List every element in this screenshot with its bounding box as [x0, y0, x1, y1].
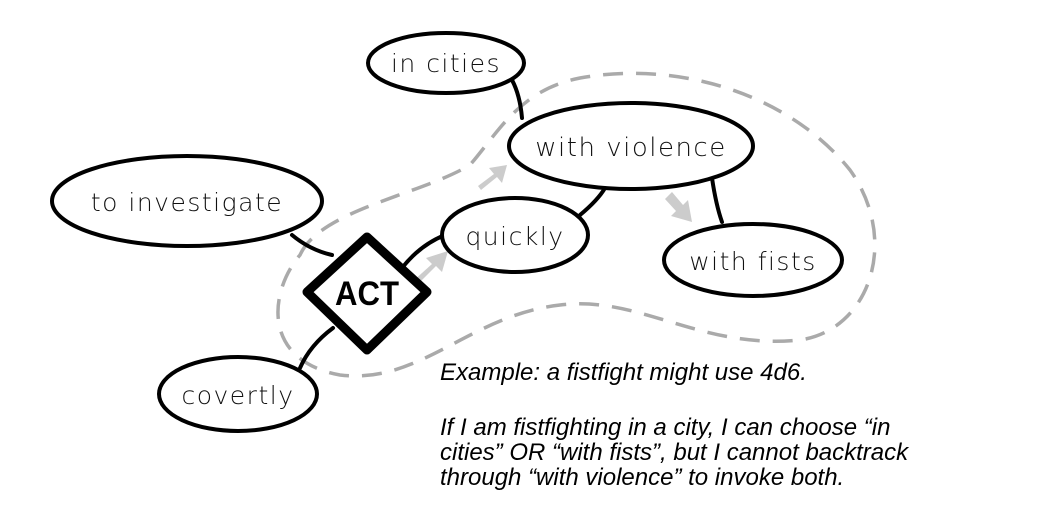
direction-arrows — [412, 165, 692, 286]
edge-with-violence-in-cities — [510, 78, 524, 120]
edge-act-covertly — [298, 326, 335, 370]
arrow-with-violence-to-with-fists — [665, 192, 692, 222]
node-in-cities: in cities — [366, 31, 526, 95]
caption-rule-line-3: through “with violence” to invoke both. — [440, 464, 845, 491]
node-covertly: covertly — [157, 355, 319, 433]
node-to-investigate: to investigate — [50, 154, 324, 248]
node-with-violence: with violence — [507, 101, 755, 191]
caption-rule-line-1: If I am fistfighting in a city, I can ch… — [440, 414, 891, 441]
node-label-with-violence: with violence — [535, 133, 726, 163]
act-diamond: ACT — [302, 232, 432, 355]
node-quickly: quickly — [440, 196, 590, 274]
caption-rule: If I am fistfighting in a city, I can ch… — [440, 415, 1030, 490]
node-with-fists: with fists — [662, 222, 844, 298]
caption-rule-line-2: cities” OR “with fists”, but I cannot ba… — [440, 439, 909, 466]
node-label-quickly: quickly — [465, 222, 564, 251]
edge-with-violence-with-fists — [710, 176, 724, 224]
act-label: ACT — [335, 275, 399, 313]
node-label-covertly: covertly — [181, 381, 294, 410]
arrow-quickly-to-with-violence — [478, 165, 507, 190]
node-label-to-investigate: to investigate — [91, 188, 283, 217]
node-label-with-fists: with fists — [689, 247, 817, 276]
edge-quickly-with-violence — [578, 186, 607, 217]
arrow-act-to-quickly — [412, 251, 448, 286]
dashed-path-region — [276, 71, 877, 378]
node-label-in-cities: in cities — [391, 49, 501, 78]
caption-example: Example: a fistfight might use 4d6. — [440, 359, 807, 386]
edge-act-to-investigate — [290, 233, 334, 257]
